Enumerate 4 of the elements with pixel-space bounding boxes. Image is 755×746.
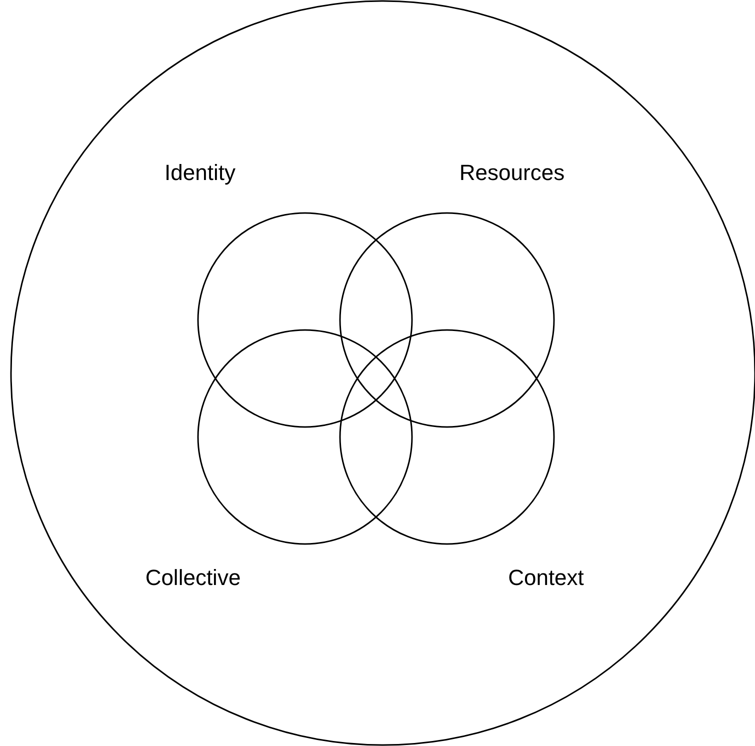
circle-label: Context [508,565,584,591]
circle-label: Collective [145,565,241,591]
circle-label: Identity [164,160,236,186]
circle-label: Resources [459,160,565,186]
